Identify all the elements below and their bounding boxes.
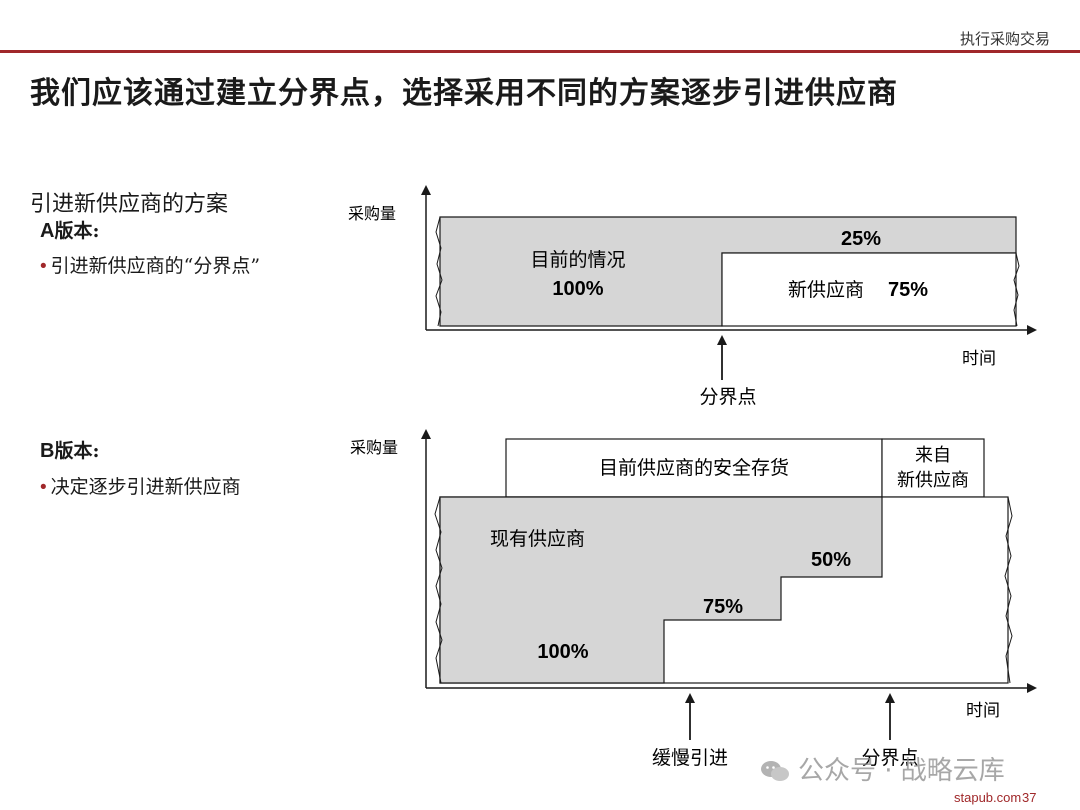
diagram-b-torn-edge-left (434, 496, 443, 684)
page-number: 37 (1022, 790, 1037, 805)
diagram-b-slow-label: 缓慢引进 (652, 747, 728, 769)
diagram-a-new-supplier-pct: 75% (888, 279, 928, 301)
diagram-a-new-supplier-block (721, 252, 1017, 327)
diagram-b-existing-area (439, 496, 883, 684)
diagram-b-existing-label: 现有供应商 (490, 528, 585, 550)
version-b-label: B版本: (40, 440, 100, 462)
section-heading: 引进新供应商的方案 (30, 192, 229, 217)
diagram-a-x-label: 时间 (962, 349, 996, 369)
diagram-b-from-new-line1: 来自 (915, 445, 951, 466)
wechat-icon (761, 761, 789, 781)
diagram-b: 采购量 时间 目前供应商的安全存货 来自 新供应商 现有供应商 50% 75% … (350, 429, 1037, 769)
diagram-a-current-pct: 100% (552, 278, 603, 300)
diagram-b-from-new-box (881, 438, 985, 498)
diagram-b-step-50: 50% (811, 549, 851, 571)
diagram-b-y-label: 采购量 (350, 438, 398, 457)
version-b-bullet: •决定逐步引进新供应商 (40, 476, 241, 498)
diagram-b-x-label: 时间 (966, 701, 1000, 721)
page-title: 我们应该通过建立分界点，选择采用不同的方案逐步引进供应商 (30, 76, 898, 111)
diagram-a-new-supplier-label: 新供应商 (788, 279, 864, 301)
footer-site: stapub.com (954, 790, 1022, 805)
diagram-b-cutover-label: 分界点 (861, 747, 918, 769)
diagram-a-cutover-label: 分界点 (699, 386, 756, 408)
diagram-b-step-100: 100% (537, 641, 588, 663)
diagram-a-y-label: 采购量 (348, 204, 396, 223)
diagram-b-from-new-line2: 新供应商 (897, 470, 969, 491)
diagram-a-torn-edge-right (1013, 252, 1020, 327)
diagram-a-remaining-pct: 25% (841, 228, 881, 250)
version-a-bullet: •引进新供应商的“分界点” (40, 255, 261, 277)
watermark: 公众号 · 战略云库 (760, 750, 1005, 787)
diagram-b-safety-stock-label: 目前供应商的安全存货 (599, 457, 789, 479)
diagram-b-step-75: 75% (703, 596, 743, 618)
diagram-b-torn-edge-right (1004, 496, 1013, 684)
header-divider (0, 50, 1080, 53)
diagram-a-torn-edge-left (435, 216, 443, 327)
section-tag: 执行采购交易 (959, 30, 1050, 48)
diagram-a: 采购量 时间 目前的情况 100% 25% 新供应商 75% 分界点 (348, 185, 1037, 408)
version-a-label: A版本: (40, 220, 100, 242)
diagram-b-safety-stock-box (505, 438, 883, 498)
diagram-a-current-label: 目前的情况 (530, 249, 625, 271)
